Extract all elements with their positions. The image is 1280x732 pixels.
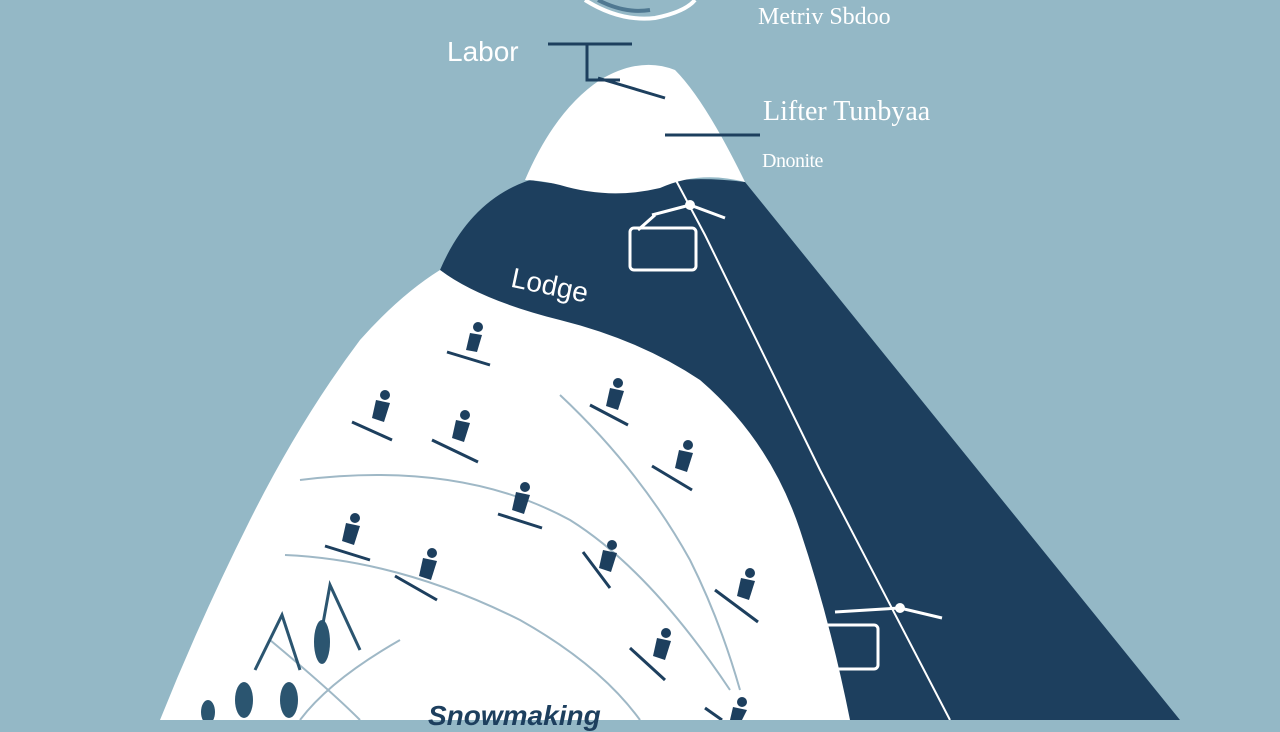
skier-icon — [431, 410, 479, 464]
gondola-icon — [820, 603, 943, 671]
gondola-icon — [628, 200, 726, 272]
skier-icon — [628, 628, 671, 682]
skier-icon — [446, 322, 491, 367]
skier-icon — [324, 513, 371, 562]
pine-tree-icon — [201, 580, 362, 720]
lift-title-label: Lifter Tunbyaa — [763, 96, 931, 127]
skier-icon — [589, 378, 629, 427]
lift-top-station — [548, 42, 666, 100]
skier-icon — [651, 440, 693, 492]
metric-label: Metriv Sbdoo — [758, 4, 891, 30]
skier-icon — [581, 540, 617, 589]
gear-wheel-icon — [583, 0, 697, 21]
skier-icon — [394, 548, 438, 602]
lift-cable — [627, 89, 951, 720]
skier-icon — [704, 697, 747, 720]
skier-icon — [497, 482, 543, 530]
skier-icon — [714, 568, 759, 624]
skier-icon — [351, 390, 393, 442]
lift-subtitle-label: Dnonite — [762, 150, 823, 172]
labor-label: Labor — [447, 36, 519, 67]
mountain-snow-slope — [160, 270, 850, 720]
mountain-peak-snow — [525, 64, 745, 194]
skier-group — [324, 322, 759, 720]
snowmaking-label: Snowmaking — [428, 700, 601, 731]
ski-run-lines — [269, 394, 741, 720]
